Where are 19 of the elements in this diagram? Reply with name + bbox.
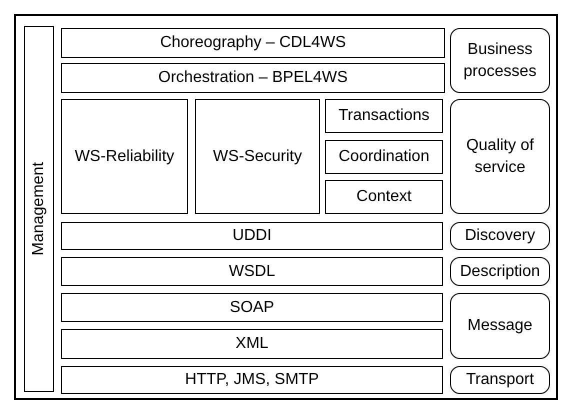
category-box: Message [450, 293, 550, 359]
vertical-layer-box: Management [24, 26, 54, 392]
category-box: Description [450, 257, 550, 286]
layer-box: WS-Reliability [61, 99, 188, 214]
category-box: Transport [450, 366, 550, 394]
layer-box: Context [325, 180, 443, 214]
category-box: Business processes [450, 28, 550, 93]
layer-box: Orchestration – BPEL4WS [61, 63, 445, 93]
layer-box: SOAP [61, 293, 443, 322]
layer-box: Transactions [325, 99, 443, 133]
layer-box: HTTP, JMS, SMTP [61, 366, 443, 394]
category-box: Discovery [450, 222, 550, 250]
layer-box: Coordination [325, 140, 443, 174]
layer-box: UDDI [61, 222, 443, 250]
layer-box: WSDL [61, 257, 443, 286]
layer-box: Choreography – CDL4WS [61, 28, 445, 58]
category-box: Quality of service [450, 99, 550, 214]
layer-box: WS-Security [195, 99, 320, 214]
layer-box: XML [61, 329, 443, 359]
